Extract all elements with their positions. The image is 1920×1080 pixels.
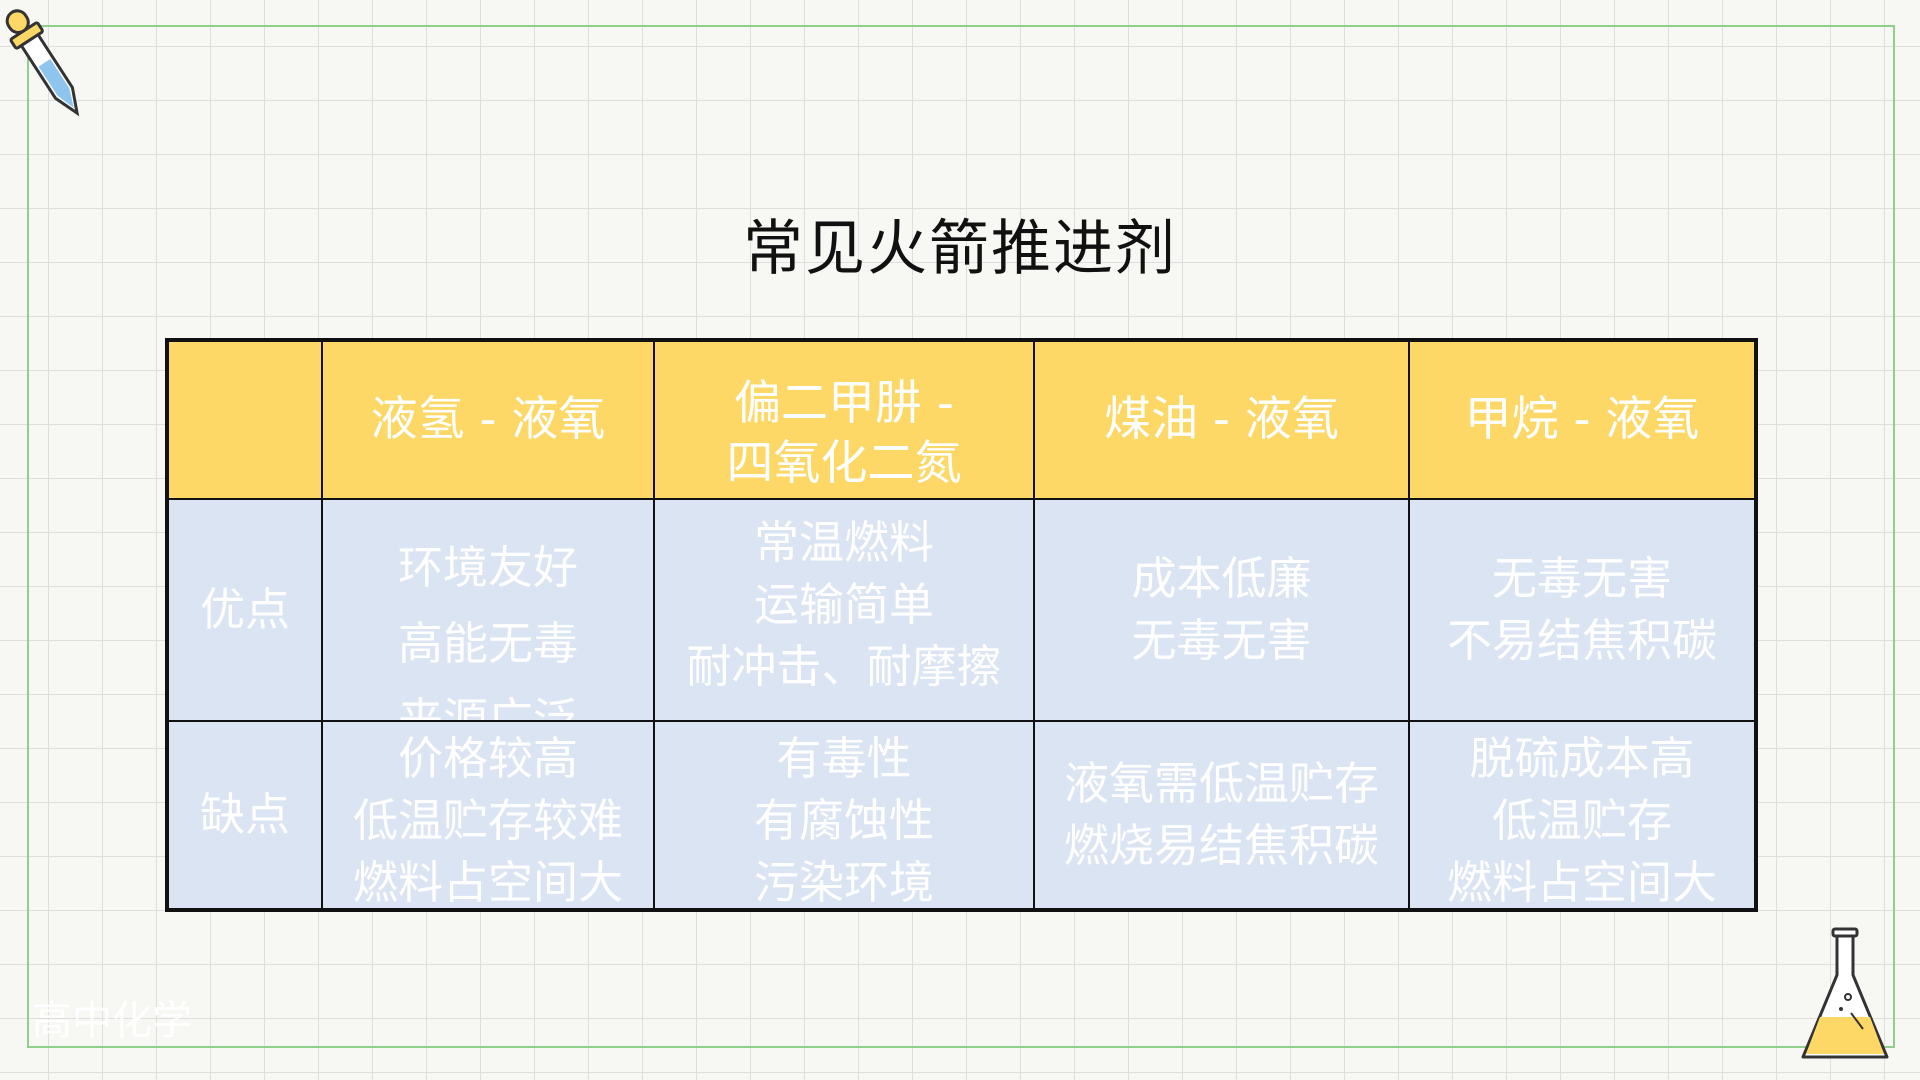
- cell-line: 低温贮存: [1491, 794, 1672, 847]
- column-header-line: 液氢 - 液氧: [370, 392, 606, 447]
- page-title: 常见火箭推进剂: [743, 214, 1177, 284]
- cell-line: 污染环境: [753, 856, 934, 908]
- table-cell: 环境友好 高能无毒 来源广泛: [321, 498, 655, 722]
- column-header: 液氢 - 液氧: [321, 339, 655, 500]
- column-header: 煤油 - 液氧: [1033, 339, 1410, 500]
- dropper-icon: [5, 9, 80, 117]
- table-row: 优点 环境友好 高能无毒 来源广泛 常温燃料 运输简单 耐冲击、耐摩擦 成本低廉…: [166, 498, 1757, 722]
- row-label: 缺点: [166, 720, 323, 911]
- table-header-row: 液氢 - 液氧 偏二甲肼 - 四氧化二氮 煤油 - 液氧 甲烷 - 液氧: [166, 339, 1757, 500]
- column-header-line: 煤油 - 液氧: [1104, 392, 1339, 447]
- cell-line: 低温贮存较难: [352, 794, 623, 847]
- cell-line: 不易结焦积碳: [1446, 614, 1717, 667]
- cell-line: 无毒无害: [1131, 614, 1312, 667]
- cell-line: 耐冲击、耐摩擦: [686, 640, 1002, 693]
- column-header-line: 甲烷 - 液氧: [1464, 392, 1700, 447]
- cell-line: 常温燃料: [753, 516, 934, 569]
- table-cell: 有毒性 有腐蚀性 污染环境: [653, 720, 1035, 911]
- table-row: 缺点 价格较高 低温贮存较难 燃料占空间大 有毒性 有腐蚀性 污染环境 液氧需低…: [166, 720, 1757, 911]
- column-header-line: 偏二甲肼 -: [734, 376, 954, 431]
- cell-line: 高能无毒: [397, 617, 578, 670]
- cell-line: 运输简单: [753, 578, 934, 631]
- cell-line: 燃烧易结焦积碳: [1063, 819, 1379, 872]
- cell-line: 燃料占空间大: [1446, 856, 1717, 908]
- table-cell: 无毒无害 不易结焦积碳: [1408, 498, 1757, 722]
- table-cell: 脱硫成本高 低温贮存 燃料占空间大: [1408, 720, 1757, 911]
- column-header: 偏二甲肼 - 四氧化二氮: [653, 339, 1035, 500]
- column-header: 甲烷 - 液氧: [1408, 339, 1757, 500]
- cell-line: 价格较高: [397, 732, 578, 785]
- cell-line: 有毒性: [776, 732, 912, 785]
- table-cell: 液氧需低温贮存 燃烧易结焦积碳: [1033, 720, 1410, 911]
- flask-icon: [1801, 927, 1889, 1059]
- cell-line: 液氧需低温贮存: [1063, 757, 1379, 810]
- propellant-table: 液氢 - 液氧 偏二甲肼 - 四氧化二氮 煤油 - 液氧 甲烷 - 液氧 优点 …: [165, 338, 1758, 912]
- cell-line: 来源广泛: [397, 693, 578, 720]
- cell-line: 无毒无害: [1491, 552, 1672, 605]
- cell-line: 燃料占空间大: [352, 856, 623, 908]
- cell-line: 有腐蚀性: [753, 794, 934, 847]
- cell-line: 环境友好: [397, 541, 578, 594]
- column-header-line: 四氧化二氮: [726, 436, 962, 491]
- cell-line: 成本低廉: [1131, 552, 1312, 605]
- table-cell: 常温燃料 运输简单 耐冲击、耐摩擦: [653, 498, 1035, 722]
- footer-label: 高中化学: [32, 998, 192, 1044]
- table-cell: 价格较高 低温贮存较难 燃料占空间大: [321, 720, 655, 911]
- row-label: 优点: [166, 498, 323, 722]
- slide-frame: [27, 25, 1895, 1048]
- table-cell: 成本低廉 无毒无害: [1033, 498, 1410, 722]
- cell-line: 脱硫成本高: [1469, 732, 1695, 785]
- corner-cell: [166, 339, 323, 500]
